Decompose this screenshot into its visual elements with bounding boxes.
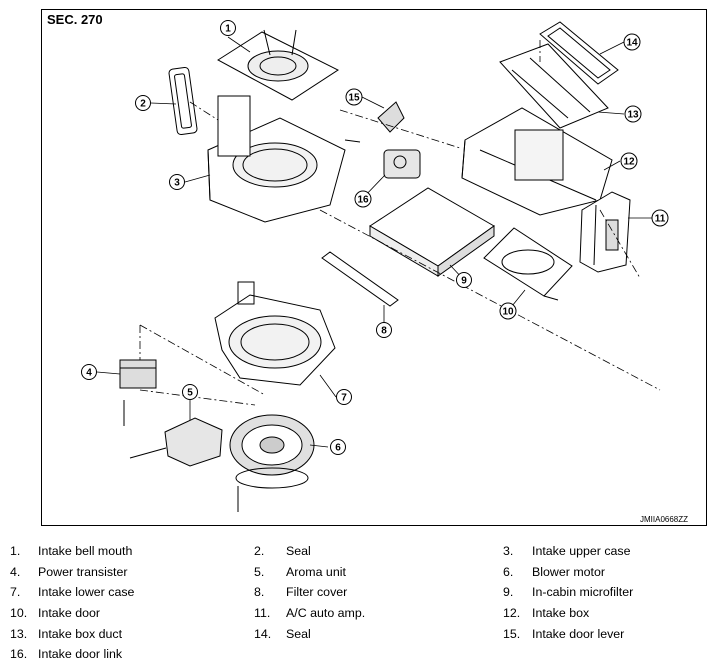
legend-number: 13. bbox=[10, 626, 28, 641]
legend-number: 9. bbox=[503, 585, 514, 600]
legend-label: Aroma unit bbox=[286, 564, 346, 579]
callout-16-label: 16 bbox=[357, 195, 369, 206]
legend-label: Intake bell mouth bbox=[38, 544, 133, 558]
callout-6-label: 6 bbox=[335, 443, 341, 454]
callout-1: 1 bbox=[220, 20, 236, 36]
callout-9-label: 9 bbox=[461, 276, 467, 287]
ac-auto-amp-part bbox=[579, 191, 631, 273]
legend-number: 10. bbox=[10, 606, 28, 621]
callout-9: 9 bbox=[456, 272, 472, 288]
callout-11: 11 bbox=[651, 209, 669, 227]
legend-number: 16. bbox=[10, 647, 28, 662]
legend-label: Intake lower case bbox=[38, 585, 135, 600]
callout-16: 16 bbox=[354, 190, 372, 208]
legend-number: 15. bbox=[503, 626, 521, 641]
legend-label: Seal bbox=[286, 626, 311, 641]
legend-label: Intake box duct bbox=[38, 626, 123, 641]
callout-15-label: 15 bbox=[348, 93, 360, 104]
callout-10: 10 bbox=[499, 302, 517, 320]
callout-6: 6 bbox=[330, 439, 346, 455]
legend-row: 1. Intake bell mouth 2. Seal 3. Intake u… bbox=[0, 544, 717, 565]
intake-upper-case-part bbox=[207, 95, 346, 223]
legend-number: 5. bbox=[254, 564, 265, 579]
callout-3-label: 3 bbox=[174, 178, 180, 189]
legend-number: 12. bbox=[503, 606, 521, 621]
legend-label: Intake box bbox=[532, 606, 590, 621]
legend-label: Intake door lever bbox=[532, 626, 625, 641]
exploded-view-diagram: 1 2 3 4 5 6 7 8 9 10 11 12 13 14 15 16 bbox=[81, 20, 669, 512]
legend-row: 4. Power transister 5. Aroma unit 6. Blo… bbox=[0, 565, 717, 586]
callout-2: 2 bbox=[135, 95, 151, 111]
callout-10-label: 10 bbox=[502, 307, 514, 318]
legend-number: 11. bbox=[254, 606, 271, 621]
callout-15: 15 bbox=[345, 88, 363, 106]
filter-cover-part bbox=[321, 251, 399, 307]
diagram-frame bbox=[41, 9, 707, 526]
aroma-unit-part bbox=[129, 417, 223, 467]
in-cabin-microfilter-part bbox=[369, 187, 495, 277]
callout-4-label: 4 bbox=[86, 368, 92, 379]
intake-door-link-part bbox=[344, 139, 421, 179]
legend-label: In-cabin microfilter bbox=[532, 585, 634, 600]
legend-number: 8. bbox=[254, 585, 265, 600]
seal-part-2 bbox=[168, 66, 198, 136]
intake-box-duct-part bbox=[499, 43, 609, 129]
legend-row: 16. Intake door link bbox=[0, 647, 717, 668]
callout-4: 4 bbox=[81, 364, 97, 380]
intake-door-lever-part bbox=[377, 101, 405, 133]
legend-label: Power transister bbox=[38, 564, 128, 579]
callout-14: 14 bbox=[623, 33, 641, 51]
callout-5-label: 5 bbox=[187, 388, 193, 399]
legend-label: Filter cover bbox=[286, 585, 348, 600]
callout-11-label: 11 bbox=[655, 214, 666, 225]
legend-label: Seal bbox=[286, 544, 311, 558]
blower-motor-part bbox=[229, 414, 315, 512]
callout-8: 8 bbox=[376, 322, 392, 338]
callout-13-label: 13 bbox=[627, 110, 639, 121]
intake-bell-mouth-part bbox=[217, 29, 340, 101]
seal-part-14 bbox=[539, 21, 619, 85]
intake-box-part bbox=[461, 107, 613, 216]
legend-row: 7. Intake lower case 8. Filter cover 9. … bbox=[0, 585, 717, 606]
legend-number: 2. bbox=[254, 544, 265, 558]
callout-7: 7 bbox=[336, 389, 352, 405]
legend-row: 10. Intake door 11. A/C auto amp. 12. In… bbox=[0, 606, 717, 627]
callout-8-label: 8 bbox=[381, 326, 387, 337]
legend-row: 13. Intake box duct 14. Seal 15. Intake … bbox=[0, 627, 717, 648]
callout-13: 13 bbox=[624, 105, 642, 123]
parts-legend: 1. Intake bell mouth 2. Seal 3. Intake u… bbox=[0, 544, 717, 668]
legend-label: Intake door bbox=[38, 606, 100, 621]
callout-7-label: 7 bbox=[341, 393, 347, 404]
legend-number: 14. bbox=[254, 626, 272, 641]
legend-number: 3. bbox=[503, 544, 514, 558]
callout-14-label: 14 bbox=[626, 38, 638, 49]
figure-code: JMIIA0668ZZ bbox=[640, 515, 689, 524]
assembly-lines bbox=[139, 40, 661, 406]
legend-label: A/C auto amp. bbox=[286, 606, 366, 621]
callout-12-label: 12 bbox=[623, 157, 635, 168]
callout-12: 12 bbox=[620, 152, 638, 170]
legend-number: 7. bbox=[10, 585, 21, 600]
intake-door-part bbox=[483, 227, 573, 301]
power-transister-part bbox=[119, 359, 157, 426]
legend-label: Intake upper case bbox=[532, 544, 631, 558]
callout-3: 3 bbox=[169, 174, 185, 190]
legend-label: Blower motor bbox=[532, 564, 605, 579]
section-label: SEC. 270 bbox=[47, 12, 103, 27]
callout-2-label: 2 bbox=[140, 99, 146, 110]
callout-1-label: 1 bbox=[225, 24, 231, 35]
legend-number: 1. bbox=[10, 544, 21, 558]
legend-number: 4. bbox=[10, 564, 21, 579]
legend-number: 6. bbox=[503, 564, 514, 579]
callout-5: 5 bbox=[182, 384, 198, 400]
legend-label: Intake door link bbox=[38, 647, 123, 662]
intake-lower-case-part bbox=[214, 281, 336, 386]
